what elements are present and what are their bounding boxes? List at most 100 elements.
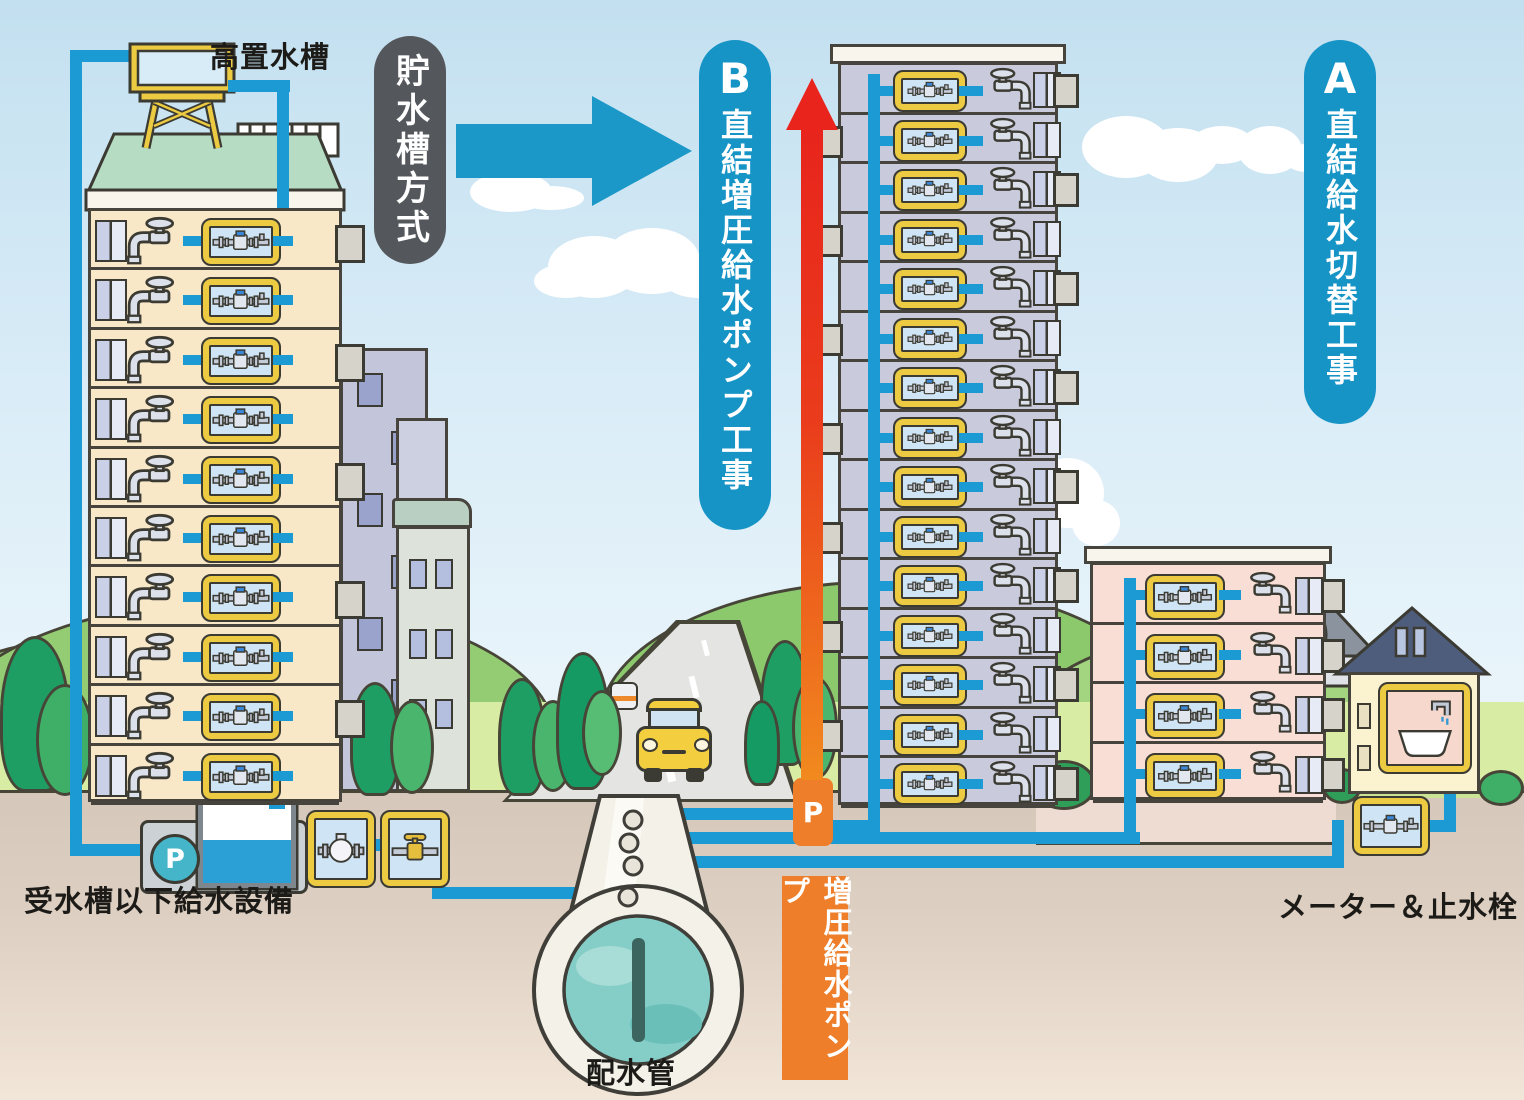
balcony-box — [819, 422, 843, 455]
water-meter-box — [893, 70, 967, 112]
booster-pump-box: P — [793, 778, 833, 846]
water-meter-box — [893, 614, 967, 657]
apartment-floor — [819, 313, 1061, 363]
car-grille — [662, 750, 686, 754]
apartment-floor — [1093, 565, 1345, 625]
pipe — [183, 533, 205, 543]
window — [1295, 755, 1323, 794]
apartment-floor — [841, 659, 1079, 709]
faucet-icon — [979, 216, 1033, 260]
window — [95, 279, 127, 322]
window — [1295, 577, 1323, 615]
water-meter-box — [893, 218, 967, 261]
apartment-floor — [819, 214, 1061, 264]
faucet-icon — [125, 632, 187, 682]
car-wheel — [686, 768, 704, 782]
tank-outlet-pipe — [228, 80, 290, 92]
apartment-floor — [841, 362, 1079, 412]
ground-stopcock-box — [380, 810, 450, 888]
booster-arrow-shaft — [801, 126, 823, 780]
method-arrow-head — [592, 96, 692, 206]
balcony-box — [1321, 579, 1345, 613]
cloud — [548, 236, 640, 298]
pipe — [875, 630, 897, 641]
pipe — [959, 680, 983, 691]
pipe — [959, 432, 983, 443]
apartment-floor — [841, 560, 1079, 610]
yellow-car — [636, 698, 714, 786]
pipe — [875, 779, 897, 790]
pipe — [183, 651, 205, 662]
faucet-icon — [1239, 571, 1293, 615]
pipe — [273, 770, 293, 781]
house-window-sink — [1378, 682, 1472, 774]
plan-b-title: 直結増圧給水ポンプ工事 — [716, 108, 754, 493]
balcony-box — [335, 462, 365, 501]
pipe — [959, 383, 983, 394]
pipe — [273, 533, 293, 543]
window — [95, 220, 127, 262]
pipe — [1219, 768, 1241, 779]
house-meter-box — [1352, 796, 1430, 856]
house-roof — [1331, 606, 1493, 676]
water-meter-box — [201, 574, 281, 623]
faucet-icon — [979, 760, 1033, 804]
water-meter-box — [201, 218, 281, 266]
tree — [744, 700, 780, 786]
right-interior-riser — [1124, 578, 1136, 844]
cloud — [1082, 116, 1170, 178]
water-meter-box — [1145, 752, 1225, 799]
pipe — [959, 581, 983, 592]
pipe — [1129, 590, 1147, 600]
apartment-floor — [841, 164, 1079, 214]
pump-p-symbol: P — [165, 843, 185, 875]
pipe — [875, 333, 897, 344]
water-meter-box — [893, 565, 967, 608]
balcony-box — [1053, 668, 1079, 703]
faucet-icon — [1239, 750, 1293, 794]
tunnel — [682, 622, 736, 676]
distribution-pipe — [532, 794, 744, 1096]
apartment-floor — [91, 627, 339, 687]
pipe — [875, 86, 897, 96]
booster-pump-label: 増圧給水ポンプ — [777, 876, 853, 1062]
apartment-floor — [91, 686, 365, 746]
water-meter-box — [201, 396, 281, 445]
faucet-icon — [979, 711, 1033, 755]
pipe — [183, 473, 205, 484]
apartment-floor — [91, 330, 365, 390]
pipe — [959, 135, 983, 146]
right-building-floors — [1093, 565, 1345, 803]
pipe — [183, 711, 205, 722]
balcony-box — [1053, 173, 1079, 208]
faucet-icon — [1239, 631, 1293, 675]
pipe — [273, 711, 293, 722]
faucet-icon — [125, 335, 187, 385]
apartment-floor — [819, 610, 1061, 660]
window — [1357, 745, 1371, 771]
pipe — [959, 86, 983, 96]
pipe — [273, 592, 293, 603]
plan-a-letter: A — [1323, 54, 1357, 103]
car-headlight — [694, 738, 710, 752]
apartment-floor — [1093, 684, 1345, 744]
window — [95, 398, 127, 441]
pipe — [875, 432, 897, 443]
pipe — [875, 135, 897, 146]
faucet-icon — [979, 67, 1033, 111]
pipe — [183, 354, 205, 365]
balcony-box — [335, 700, 365, 739]
window — [1033, 715, 1061, 752]
water-meter-box — [201, 693, 281, 742]
storage-method-label: 貯水槽方式 — [389, 52, 430, 248]
elevated-water-tank — [128, 42, 236, 149]
balcony-box — [335, 581, 365, 620]
water-meter-box — [893, 169, 967, 212]
faucet-icon — [979, 463, 1033, 507]
apartment-floor — [841, 65, 1079, 115]
water-meter-box — [893, 416, 967, 459]
pipe — [1219, 709, 1241, 719]
window — [1033, 616, 1061, 653]
bush — [1478, 770, 1524, 806]
faucet-icon — [979, 364, 1033, 408]
